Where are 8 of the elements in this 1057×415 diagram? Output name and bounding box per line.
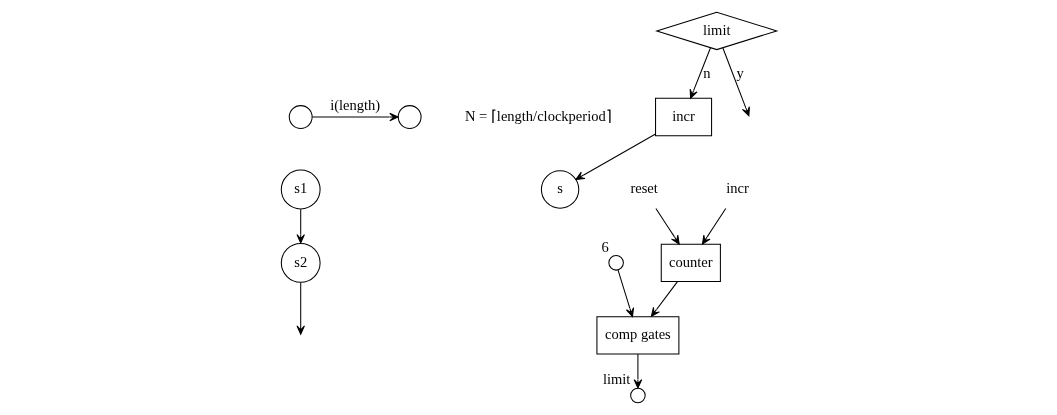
edge-label: i(length) [329,96,380,113]
node-text: incr [725,180,749,197]
node-label: limit [602,371,630,388]
node-text: reset [629,180,658,197]
label: N = ⌈length/clockperiod⌉ [464,107,612,124]
edge-label: n [702,64,711,81]
node-label: 6 [601,238,609,255]
edge-label: y [735,64,744,81]
